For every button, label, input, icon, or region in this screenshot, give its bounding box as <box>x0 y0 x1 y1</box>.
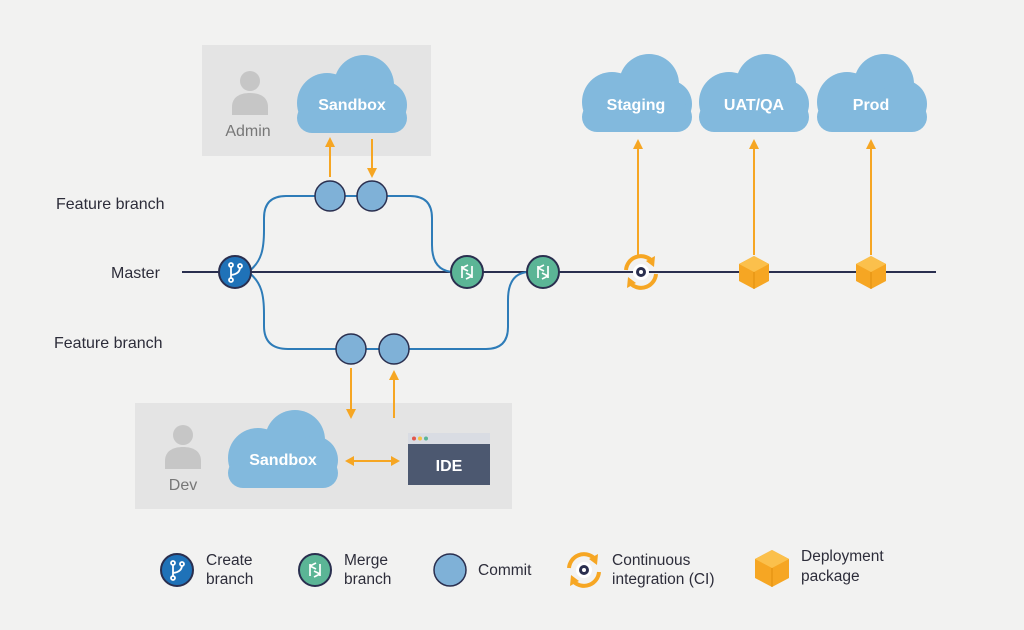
legend-create-branch-line-1: Create <box>206 552 253 569</box>
prod-cloud-icon <box>817 54 927 132</box>
admin-box: Admin Sandbox <box>202 45 431 156</box>
legend-ci-line-2: integration (CI) <box>612 571 715 588</box>
admin-sandbox-label: Sandbox <box>318 97 386 114</box>
admin-up-arrow <box>325 137 335 177</box>
ide-label: IDE <box>436 458 463 475</box>
dev-box: Dev Sandbox IDE <box>135 403 512 509</box>
deployment-package-icon-2 <box>856 256 886 289</box>
uat-label: UAT/QA <box>724 97 785 114</box>
commit-bottom-2 <box>378 333 410 365</box>
feature-branch-top-label: Feature branch <box>56 196 165 213</box>
commit-top-2 <box>356 180 388 212</box>
legend-merge-branch-line-2: branch <box>344 571 391 588</box>
dev-label: Dev <box>169 477 197 494</box>
feature-branch-top-path <box>247 195 456 273</box>
commit-bottom-1 <box>335 333 367 365</box>
ci-icon <box>624 254 658 290</box>
legend-merge-branch-icon <box>298 553 332 587</box>
legend-ci-line-1: Continuous <box>612 552 691 569</box>
legend-deployment-package-icon <box>755 550 789 587</box>
legend: Create branch Merge branch Commit Contin… <box>160 548 884 588</box>
dev-sandbox-label: Sandbox <box>249 452 317 469</box>
admin-label: Admin <box>225 123 270 140</box>
prod-arrow <box>866 139 876 255</box>
feature-branch-bottom-label: Feature branch <box>54 335 163 352</box>
uat-cloud-icon <box>699 54 809 132</box>
staging-arrow <box>633 139 643 256</box>
admin-down-arrow <box>367 139 377 178</box>
dev-up-arrow <box>389 370 399 418</box>
merge-branch-icon-1 <box>450 255 484 289</box>
legend-ci-icon <box>567 552 601 588</box>
staging-cloud-icon <box>582 54 692 132</box>
uat-arrow <box>749 139 759 255</box>
legend-create-branch-icon <box>160 553 194 587</box>
legend-create-branch-line-2: branch <box>206 571 253 588</box>
staging-label: Staging <box>607 97 666 114</box>
dev-down-arrow <box>346 368 356 419</box>
master-label: Master <box>111 265 161 282</box>
legend-deployment-line-2: package <box>801 568 860 585</box>
commit-top-1 <box>314 180 346 212</box>
legend-commit-label: Commit <box>478 562 532 579</box>
prod-label: Prod <box>853 97 889 114</box>
sandbox-ide-double-arrow <box>345 456 400 466</box>
legend-merge-branch-line-1: Merge <box>344 552 388 569</box>
merge-branch-icon-2 <box>526 255 560 289</box>
legend-commit-icon <box>433 553 467 587</box>
legend-deployment-line-1: Deployment <box>801 548 884 565</box>
deployment-package-icon-1 <box>739 256 769 289</box>
ide-window-icon <box>408 433 490 485</box>
create-branch-icon <box>218 255 252 289</box>
